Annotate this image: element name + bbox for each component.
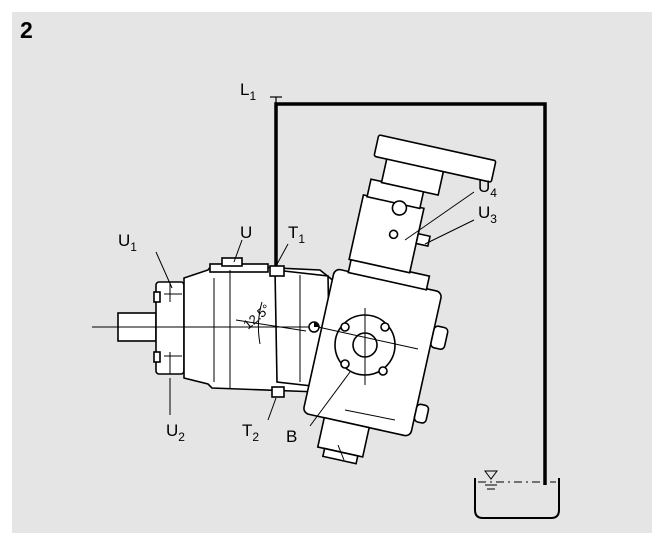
label-u: U [240, 223, 252, 242]
center-lines [92, 270, 419, 461]
label-u1: U1 [118, 231, 137, 254]
drain-pipe [270, 96, 547, 485]
label-b: B [286, 427, 297, 446]
label-t2: T2 [242, 421, 259, 444]
port-labels: L1 U1 U T1 U4 U3 U2 T2 B [118, 80, 497, 446]
label-l1: L1 [240, 80, 256, 103]
label-u4: U4 [478, 177, 497, 200]
pivot-marker [314, 322, 319, 327]
oil-reservoir [474, 470, 560, 519]
label-u2: U2 [166, 421, 185, 444]
pump-body [117, 134, 497, 465]
figure-number: 2 [20, 17, 33, 43]
label-t1: T1 [288, 223, 305, 246]
label-u3: U3 [478, 203, 497, 226]
leader-lines [155, 191, 475, 427]
